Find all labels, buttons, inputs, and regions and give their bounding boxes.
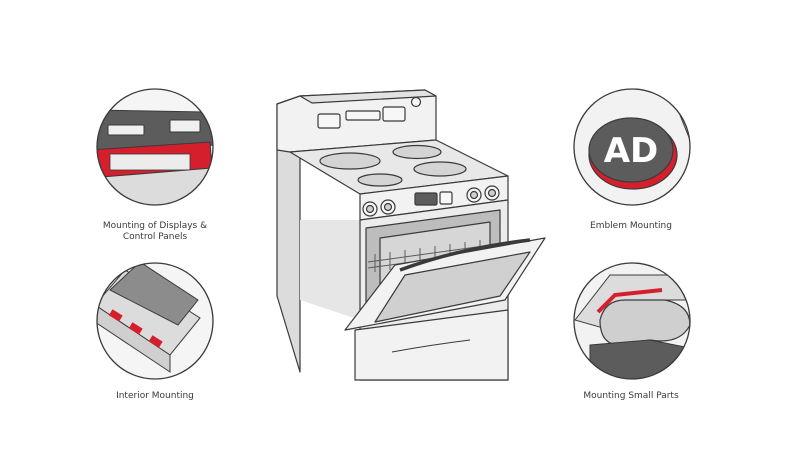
stove (276, 89, 546, 381)
oven-door-window (374, 251, 531, 323)
oven-door-handle (399, 238, 531, 272)
small-part (599, 299, 690, 346)
brand-logo-icon (410, 96, 422, 108)
callout-displays (96, 88, 214, 206)
caption-interior: Interior Mounting (116, 391, 194, 401)
burner-front-right (413, 161, 467, 177)
callout-emblem: AD (573, 88, 691, 206)
backguard-display-right (382, 106, 406, 122)
stove-keypad (439, 191, 453, 205)
caption-emblem: Emblem Mounting (590, 221, 672, 231)
caption-displays: Mounting of Displays & Control Panels (102, 221, 208, 242)
burner-back-left (319, 152, 381, 170)
emblem-badge (588, 117, 674, 183)
caption-small-parts: Mounting Small Parts (583, 391, 679, 401)
burner-front-left (357, 173, 403, 187)
emblem-text: AD (604, 131, 659, 171)
backguard-display (345, 110, 381, 121)
callout-interior (96, 262, 214, 380)
burner-back-right (392, 144, 442, 160)
callout-small-parts (573, 262, 691, 380)
stove-display (414, 192, 438, 206)
backguard-display-left (317, 113, 341, 129)
